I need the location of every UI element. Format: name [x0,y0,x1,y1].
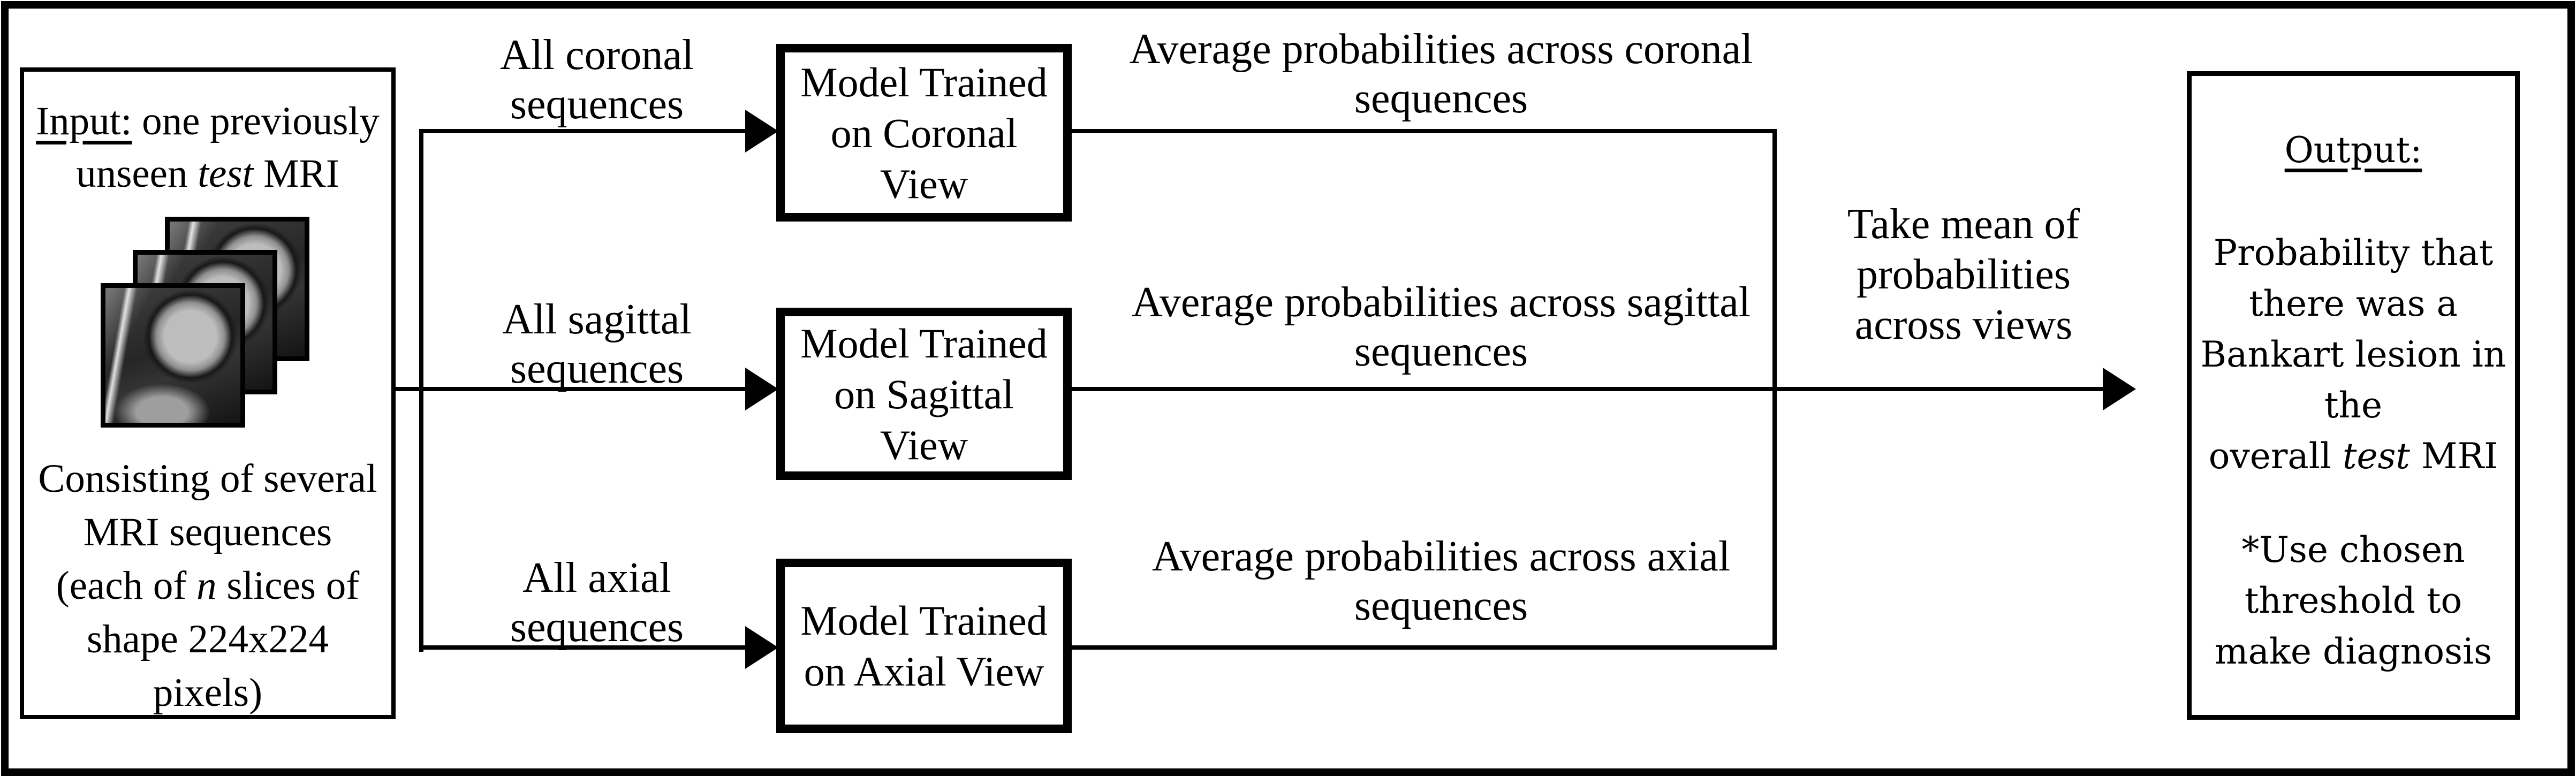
output-box [2187,71,2520,720]
model-coronal-text: Model Trained on Coronal View [800,57,1048,209]
axial-arrowhead-icon [745,626,778,669]
output-note-line1: *Use chosen [2241,529,2465,570]
merge-line1: Take mean of [1847,201,2080,248]
output-test-italic: test [2342,436,2410,477]
avg-sagittal-line2: sequences [1354,328,1528,375]
model-sagittal-text: Model Trained on Sagittal View [800,318,1048,470]
axial-seq-line2: sequences [510,604,684,651]
output-body-line3: Bankart lesion in [2200,334,2506,375]
coronal-output-line [1072,129,1777,133]
views-merge-line [1772,129,1777,650]
input-title-l2a: unseen [76,151,198,196]
label-all-sagittal-sequences: All sagittal sequences [484,295,709,393]
input-desc-line4: shape 224x224 [86,617,329,661]
model-coronal-line1: Model Trained [800,58,1048,105]
axial-input-line [421,645,745,650]
label-average-sagittal: Average probabilities across sagittal se… [1066,278,1816,376]
label-all-coronal-sequences: All coronal sequences [484,31,709,129]
input-title-test-italic: test [198,151,254,196]
sagittal-seq-line2: sequences [510,345,684,392]
coronal-seq-line1: All coronal [499,32,694,79]
output-b5a: overall [2208,436,2343,477]
output-heading-text: Output: [2284,130,2422,171]
model-sagittal-line2: on Sagittal [834,370,1014,417]
input-title-line2: unseen test MRI [24,148,391,200]
model-axial-text: Model Trained on Axial View [800,595,1048,697]
sagittal-output-line [1072,387,2103,391]
mri-slice-image-front [101,283,245,428]
output-body-line5: overall test MRI [2196,431,2510,482]
input-title-rest: one previously [132,99,380,143]
label-take-mean: Take mean of probabilities across views [1803,199,2124,350]
output-note-line3: make diagnosis [2214,631,2492,672]
output-body-line4: the [2324,385,2383,426]
input-desc-line5: pixels) [153,671,263,715]
sagittal-seq-line1: All sagittal [502,296,692,343]
input-desc-l3b: slices of [216,563,360,608]
output-body: Probability that there was a Bankart les… [2196,227,2510,482]
model-sagittal-line3: View [880,421,968,468]
label-average-axial: Average probabilities across axial seque… [1066,532,1816,630]
avg-axial-line2: sequences [1354,582,1528,629]
axial-output-line [1072,645,1777,650]
input-desc-l3a: (each of [56,563,197,608]
final-arrowhead-icon [2103,368,2136,410]
label-average-coronal: Average probabilities across coronal seq… [1066,25,1816,123]
avg-axial-line1: Average probabilities across axial [1151,533,1731,580]
label-all-axial-sequences: All axial sequences [484,553,709,652]
input-title-l2b: MRI [253,151,339,196]
avg-coronal-line2: sequences [1354,75,1528,122]
sagittal-input-line [396,387,746,391]
model-coronal-line2: on Coronal [830,109,1018,156]
model-axial-line2: on Axial View [804,648,1044,695]
merge-line3: across views [1854,301,2073,348]
sagittal-arrowhead-icon [745,368,778,410]
input-description: Consisting of several MRI sequences (eac… [24,452,391,720]
input-title: Input: one previously unseen test MRI [24,95,391,200]
input-desc-n-italic: n [196,563,217,608]
output-body-line2: there was a [2249,283,2458,324]
avg-coronal-line1: Average probabilities across coronal [1129,26,1753,73]
avg-sagittal-line1: Average probabilities across sagittal [1132,279,1751,326]
input-title-line1: Input: one previously [24,95,391,148]
model-box-axial: Model Trained on Axial View [776,559,1072,733]
coronal-input-line [421,129,745,133]
axial-seq-line1: All axial [522,554,671,601]
output-body-line1: Probability that [2213,232,2494,273]
model-sagittal-line1: Model Trained [800,319,1048,367]
model-coronal-line3: View [880,160,968,207]
input-desc-line3: (each of n slices of [24,559,391,613]
model-axial-line1: Model Trained [800,597,1048,644]
input-desc-line1: Consisting of several [38,456,377,501]
output-heading: Output: [2196,125,2510,176]
model-box-coronal: Model Trained on Coronal View [776,44,1072,222]
input-desc-line2: MRI sequences [83,510,332,554]
model-box-sagittal: Model Trained on Sagittal View [776,308,1072,480]
merge-line2: probabilities [1857,251,2071,298]
coronal-arrowhead-icon [745,110,778,153]
input-label-underlined: Input: [36,99,132,143]
output-note: *Use chosen threshold to make diagnosis [2196,524,2510,677]
output-note-line2: threshold to [2244,580,2463,621]
coronal-seq-line2: sequences [510,81,684,128]
output-b5b: MRI [2410,436,2498,477]
